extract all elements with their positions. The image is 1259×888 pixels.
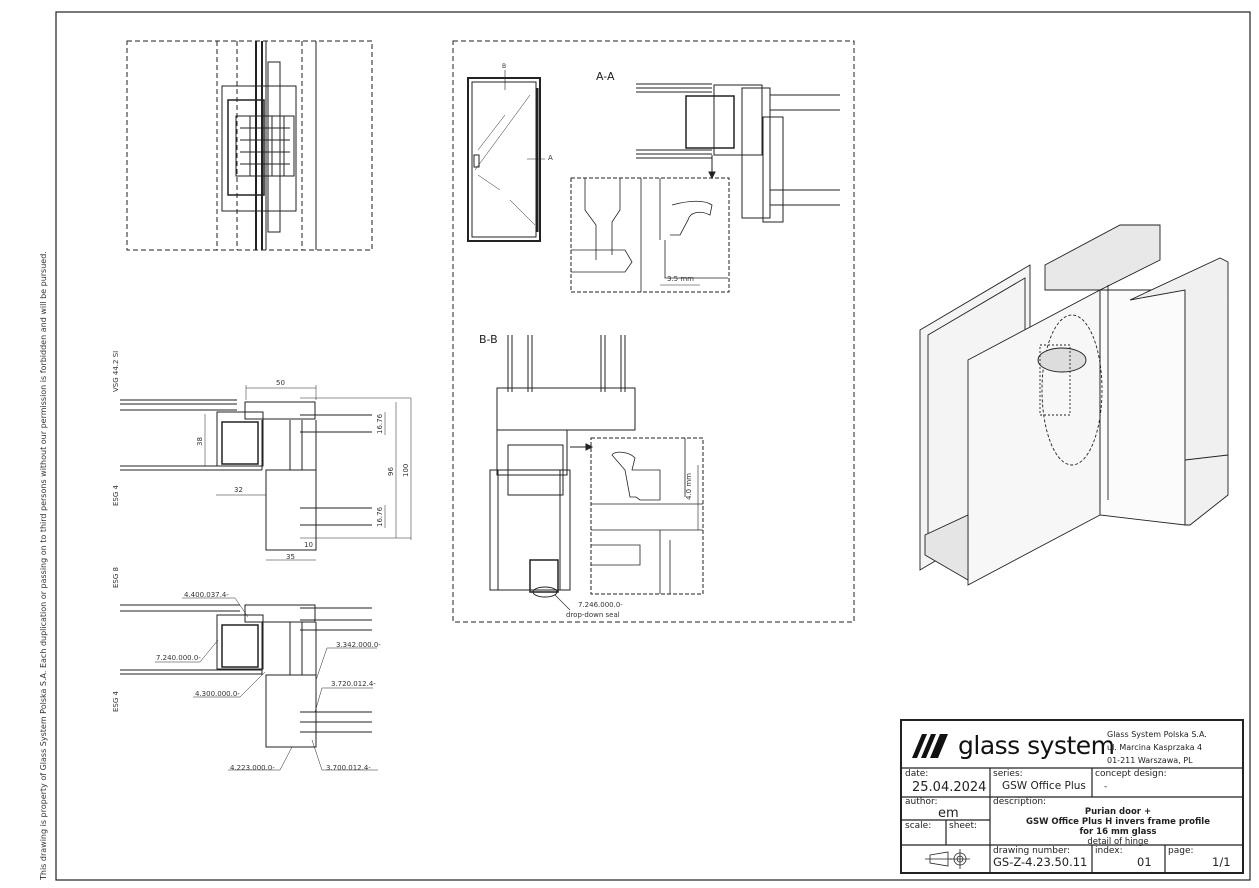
description-label: description: — [993, 797, 1047, 807]
glass-label-vsg: VSG 44.2 SI — [112, 350, 120, 392]
company-street: ul. Marcina Kasprzaka 4 — [1107, 743, 1203, 752]
company-name: Glass System Polska S.A. — [1107, 730, 1207, 739]
part-number-4-300-000-0: 4.300.000.0- — [195, 690, 240, 698]
concept-design-label: concept design: — [1095, 769, 1167, 779]
concept-design-value: - — [1104, 782, 1108, 792]
part-number-3-342-000-0: 3.342.000.0- — [336, 641, 381, 649]
company-address: Glass System Polska S.A. ul. Marcina Kas… — [1107, 728, 1207, 767]
author-label: author: — [905, 797, 938, 807]
description-line-3: for 16 mm glass — [1079, 827, 1157, 837]
scale-label: scale: — [905, 821, 932, 831]
dimension-35: 35 — [286, 553, 295, 561]
description-line-1: Purian door + — [1084, 807, 1152, 817]
dimension-gap-a-a: 3.5 mm — [667, 275, 694, 283]
page-label: page: — [1168, 846, 1194, 856]
dimension-16-76-top: 16.76 — [376, 413, 384, 434]
page-value: 1/1 — [1212, 855, 1231, 869]
index-value: 01 — [1137, 855, 1152, 869]
dimension-16-76-bottom: 16.76 — [376, 506, 384, 527]
dimension-96: 96 — [387, 467, 395, 476]
hinge-elevation-view — [126, 40, 373, 251]
glass-system-logo-icon — [912, 734, 948, 758]
description-line-2: GSW Office Plus H invers frame profile — [1026, 817, 1210, 827]
glass-label-esg4-top: ESG 4 — [112, 485, 120, 506]
part-number-4-223-000-0: 4.223.000.0- — [230, 764, 275, 772]
door-elevation — [467, 70, 545, 242]
title-block — [900, 719, 1244, 874]
description-line-4: detail of hinge — [1087, 837, 1149, 847]
dimension-32: 32 — [234, 486, 243, 494]
dimension-gap-b-b: 4.0 mm — [685, 473, 693, 500]
section-label-a-a: A-A — [596, 70, 615, 83]
section-a-a — [570, 83, 840, 293]
dimension-10: 10 — [304, 541, 313, 549]
date-label: date: — [905, 769, 929, 779]
sheet-label: sheet: — [949, 821, 978, 831]
copyright-notice: This drawing is property of Glass System… — [39, 251, 48, 880]
author-value: em — [938, 806, 959, 821]
drop-down-seal-label: drop-down seal — [566, 611, 620, 619]
series-value: GSW Office Plus — [1002, 780, 1086, 792]
section-marker-a: A — [548, 154, 553, 162]
projection-symbol-icon — [925, 849, 970, 869]
section-label-b-b: B-B — [479, 333, 498, 346]
drawing-number-value: GS-Z-4.23.50.11 — [993, 855, 1088, 869]
frame-profile-detail-dimensioned — [120, 385, 412, 561]
sheet-border — [55, 11, 1251, 881]
dimension-50: 50 — [276, 379, 285, 387]
drawing-number-label: drawing number: — [993, 846, 1071, 856]
dimension-38: 38 — [196, 437, 204, 446]
date-value: 25.04.2024 — [912, 780, 987, 795]
section-marker-b: B — [502, 63, 507, 70]
part-number-7-240-000-0: 7.240.000.0- — [156, 654, 201, 662]
part-number-4-400-037-4: 4.400.037.4- — [184, 591, 229, 599]
glass-label-esg8: ESG 8 — [112, 567, 120, 588]
part-number-7-246-000-0: 7.246.000.0- — [578, 601, 623, 609]
frame-profile-detail-parts — [120, 597, 378, 771]
description-text: Purian door + GSW Office Plus H invers f… — [993, 807, 1243, 847]
index-label: index: — [1095, 846, 1123, 856]
dimension-100: 100 — [402, 463, 410, 477]
company-logo-text: glass system — [958, 731, 1115, 760]
isometric-hinge-view — [919, 224, 1229, 586]
part-number-3-720-012-4: 3.720.012.4- — [331, 680, 376, 688]
section-views-frame — [452, 40, 855, 623]
company-city: 01-211 Warszawa, PL — [1107, 756, 1193, 765]
part-number-3-700-012-4: 3.700.012.4- — [326, 764, 371, 772]
glass-label-esg4-bottom: ESG 4 — [112, 691, 120, 712]
series-label: series: — [993, 769, 1023, 779]
section-b-b — [489, 335, 704, 611]
